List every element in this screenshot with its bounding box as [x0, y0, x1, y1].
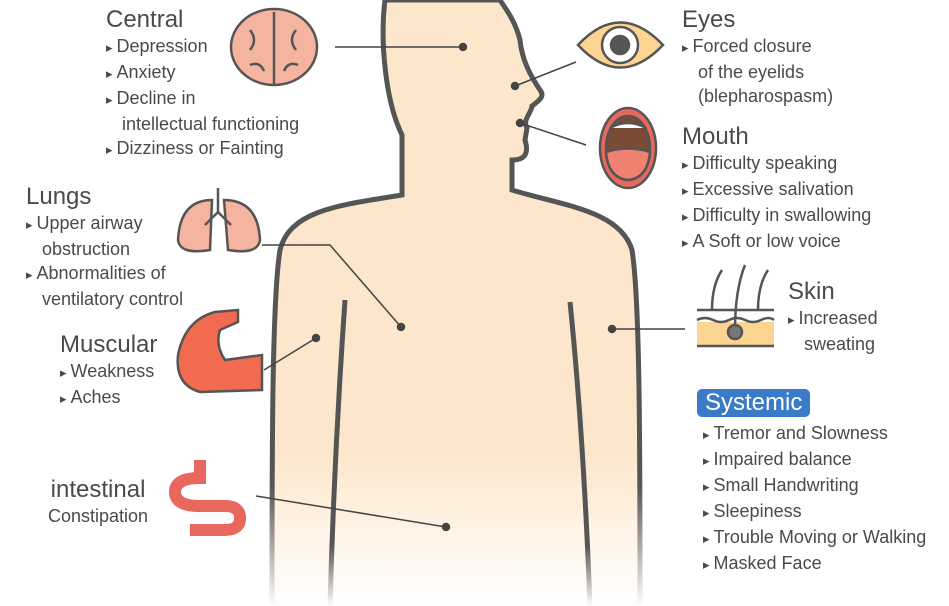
symptom: (blepharospasm)	[698, 86, 834, 106]
systemic-section: Systemic Tremor and Slowness Impaired ba…	[697, 389, 926, 577]
mouth-title: Mouth	[682, 123, 749, 150]
symptom: Weakness	[60, 359, 157, 385]
symptom: Dizziness or Fainting	[106, 136, 299, 162]
symptom: Constipation	[48, 506, 149, 526]
left-inner-arm	[327, 299, 348, 606]
muscular-section: Muscular Weakness Aches	[60, 331, 157, 411]
symptom: Aches	[60, 385, 157, 411]
lungs-title: Lungs	[26, 183, 92, 210]
symptom: sweating	[804, 334, 876, 354]
muscular-title: Muscular	[60, 331, 158, 358]
symptom: Upper airway	[26, 211, 183, 237]
mouth-icon	[598, 106, 658, 190]
symptom: Sleepiness	[703, 499, 926, 525]
lungs-section: Lungs Upper airway obstruction Abnormali…	[26, 183, 183, 311]
symptom: Anxiety	[106, 60, 299, 86]
symptom: Masked Face	[703, 551, 926, 577]
symptom: ventilatory control	[42, 289, 184, 309]
symptom: Trouble Moving or Walking	[703, 525, 927, 551]
intestinal-title: intestinal	[50, 476, 146, 503]
intestine-icon	[168, 460, 247, 536]
skin-section: Skin Increased sweating	[788, 278, 878, 356]
symptom: Abnormalities of	[26, 261, 183, 287]
right-inner-arm	[567, 301, 593, 606]
symptom: Tremor and Slowness	[703, 421, 926, 447]
eye-icon	[576, 21, 665, 69]
mouth-section: Mouth Difficulty speaking Excessive sali…	[682, 123, 871, 255]
symptom: obstruction	[42, 239, 131, 259]
symptom: Depression	[106, 34, 299, 60]
symptom: Difficulty in swallowing	[682, 203, 872, 229]
muscle-arm-icon	[176, 308, 264, 394]
skin-title: Skin	[788, 278, 835, 305]
symptom: A Soft or low voice	[682, 229, 871, 255]
central-title: Central	[106, 6, 184, 33]
symptom: Small Handwriting	[703, 473, 926, 499]
symptom: intellectual functioning	[122, 114, 300, 134]
central-section: Central Depression Anxiety Decline in in…	[106, 6, 299, 162]
symptom: of the eyelids	[698, 62, 805, 82]
human-body	[269, 0, 643, 606]
symptom: Increased	[788, 306, 878, 332]
symptom: Impaired balance	[703, 447, 926, 473]
leader-lines	[255, 42, 685, 532]
systemic-title-badge: Systemic	[697, 389, 811, 417]
intestinal-section: intestinal Constipation	[48, 476, 148, 528]
symptom: Decline in	[106, 86, 299, 112]
eyes-section: Eyes Forced closure of the eyelids (blep…	[682, 6, 833, 108]
symptom: Difficulty speaking	[682, 151, 871, 177]
symptom: Excessive salivation	[682, 177, 871, 203]
eyes-title: Eyes	[682, 6, 736, 33]
symptom: Forced closure	[682, 34, 833, 60]
skin-hair-icon	[696, 264, 775, 348]
lungs-icon	[176, 188, 262, 253]
